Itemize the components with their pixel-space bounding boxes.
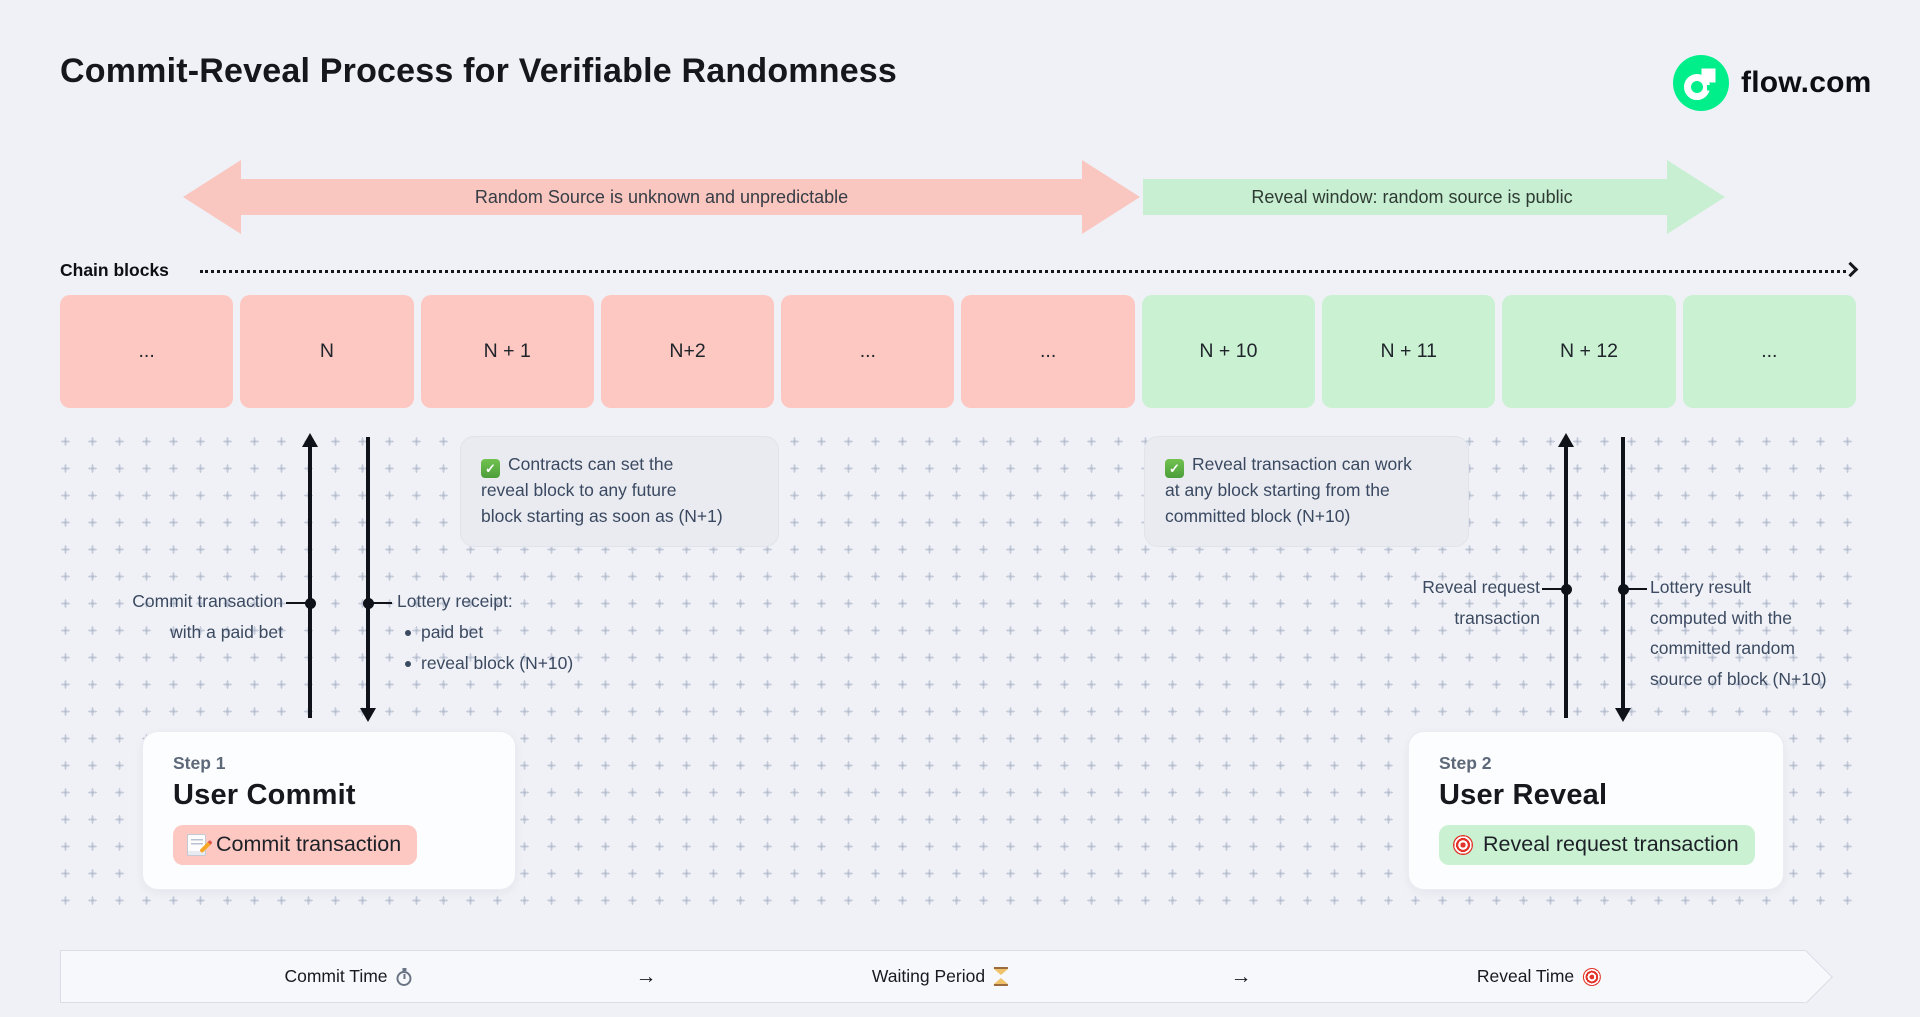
block-label: N + 11 — [1380, 340, 1437, 362]
reveal-request-label: Reveal request transaction — [1422, 572, 1540, 634]
bullet-item: reveal block (N+10) — [397, 648, 573, 679]
block-label: ... — [138, 340, 155, 362]
reveal-down-arrow — [1614, 437, 1631, 722]
chain-block: N + 12 — [1502, 295, 1676, 408]
flow-label-line: Lottery result — [1650, 577, 1752, 597]
step-title: User Commit — [173, 779, 356, 811]
chain-block: ... — [961, 295, 1135, 408]
chain-block: N + 11 — [1322, 295, 1496, 408]
reveal-up-dot — [1560, 583, 1572, 595]
reveal-down-dot — [1617, 583, 1629, 595]
note-text: block starting as soon as (N+1) — [481, 506, 723, 526]
commit-up-arrow — [301, 433, 318, 718]
block-label: N+2 — [669, 340, 706, 362]
note-text: committed block (N+10) — [1165, 506, 1351, 526]
block-label: ... — [859, 340, 876, 362]
commit-transaction-pill: Commit transaction — [173, 825, 418, 865]
block-label: N + 1 — [483, 340, 531, 362]
commit-phase-arrow: Random Source is unknown and unpredictab… — [183, 160, 1140, 234]
chain-block: ... — [60, 295, 234, 408]
reveal-phase-arrow: Reveal window: random source is public — [1143, 160, 1725, 234]
commit-phase-label: Random Source is unknown and unpredictab… — [474, 186, 849, 207]
block-label: ... — [1040, 340, 1057, 362]
connector-line — [1627, 587, 1647, 591]
commit-transaction-label: Commit transaction with a paid bet — [132, 586, 283, 648]
block-label: N + 12 — [1560, 340, 1619, 362]
block-label: N + 10 — [1199, 340, 1258, 362]
chain-block: ... — [1682, 295, 1856, 408]
chain-blocks-label: Chain blocks — [60, 260, 169, 280]
commit-down-arrow — [359, 437, 376, 722]
note-text: reveal block to any future — [481, 480, 677, 501]
flow-label-line: Reveal request — [1422, 577, 1540, 597]
flow-brand-link[interactable]: flow.com — [1673, 55, 1872, 111]
note-text: at any block starting from the — [1165, 480, 1390, 501]
flow-label-line: transaction — [1454, 608, 1540, 628]
chain-blocks-row: ... N N + 1 N+2 ... ... N + 10 N + 11 N … — [60, 295, 1856, 408]
timeline-label: Commit Time — [284, 966, 388, 986]
timeline-bar: Commit Time → Waiting Period → Reveal Ti… — [60, 949, 1833, 1004]
connector-line — [1542, 587, 1562, 591]
block-label: ... — [1761, 340, 1778, 362]
flow-label-line: Lottery receipt: — [397, 591, 513, 611]
flow-label-line: computed with the — [1650, 607, 1793, 628]
timeline-chevron-icon — [1779, 949, 1833, 1004]
chain-dotted-line — [200, 270, 1846, 273]
reveal-note-box: ✓ Reveal transaction can work at any bloc… — [1144, 436, 1469, 547]
timeline-label: Waiting Period — [871, 966, 986, 986]
flow-label-line: committed random — [1650, 638, 1795, 658]
note-text: Contracts can set the — [508, 454, 674, 474]
connector-line — [286, 601, 306, 605]
reveal-up-arrow — [1557, 433, 1574, 718]
chain-block: N + 10 — [1141, 295, 1316, 408]
chain-block: N + 1 — [420, 295, 594, 408]
arrow-right-icon: → — [635, 964, 657, 988]
target-icon — [1453, 834, 1473, 855]
step-action-label: Reveal request transaction — [1483, 832, 1739, 856]
lottery-receipt-label: Lottery receipt: paid bet reveal block (… — [397, 586, 573, 679]
timeline-arrow: → — [636, 951, 657, 1002]
connector-line — [372, 601, 392, 605]
timeline-reveal-time: Reveal Time — [1476, 951, 1602, 1002]
check-icon: ✓ — [1165, 459, 1184, 479]
flow-label-line: Commit transaction — [132, 591, 283, 611]
commit-up-dot — [304, 597, 316, 609]
memo-icon — [187, 833, 206, 856]
commit-down-dot — [362, 597, 374, 609]
chain-block: N+2 — [600, 295, 775, 408]
check-icon: ✓ — [481, 459, 500, 479]
reveal-phase-label: Reveal window: random source is public — [1251, 186, 1573, 207]
chain-arrowhead-icon — [1842, 261, 1859, 278]
chain-block: N — [240, 295, 414, 408]
stopwatch-icon — [396, 967, 412, 986]
lottery-result-label: Lottery result computed with the committ… — [1650, 572, 1827, 694]
reveal-request-pill: Reveal request transaction — [1439, 825, 1755, 865]
commit-note-box: ✓ Contracts can set the reveal block to a… — [460, 436, 779, 547]
flow-label-line: source of block (N+10) — [1650, 668, 1827, 689]
timeline-label: Reveal Time — [1476, 966, 1575, 986]
block-label: N — [319, 340, 334, 362]
step-1-card: Step 1 User Commit Commit transaction — [142, 731, 516, 890]
flow-logo-icon — [1673, 55, 1729, 111]
timeline-commit-time: Commit Time — [284, 951, 412, 1002]
target-icon — [1583, 967, 1602, 986]
note-text: Reveal transaction can work — [1192, 454, 1412, 474]
step-title: User Reveal — [1439, 779, 1608, 811]
flow-label-line: with a paid bet — [170, 622, 283, 642]
page-title: Commit-Reveal Process for Verifiable Ran… — [60, 52, 898, 90]
step-action-label: Commit transaction — [216, 832, 402, 856]
step-eyebrow: Step 1 — [173, 753, 226, 773]
timeline-waiting-period: Waiting Period — [871, 951, 1009, 1002]
step-2-card: Step 2 User Reveal Reveal request transa… — [1408, 731, 1784, 890]
timeline-arrow: → — [1231, 951, 1252, 1002]
arrow-right-icon: → — [1230, 964, 1252, 988]
bullet-item: paid bet — [397, 617, 573, 648]
chain-block: ... — [781, 295, 955, 408]
hourglass-icon — [994, 967, 1009, 986]
step-eyebrow: Step 2 — [1439, 753, 1492, 773]
brand-text: flow.com — [1741, 66, 1872, 99]
